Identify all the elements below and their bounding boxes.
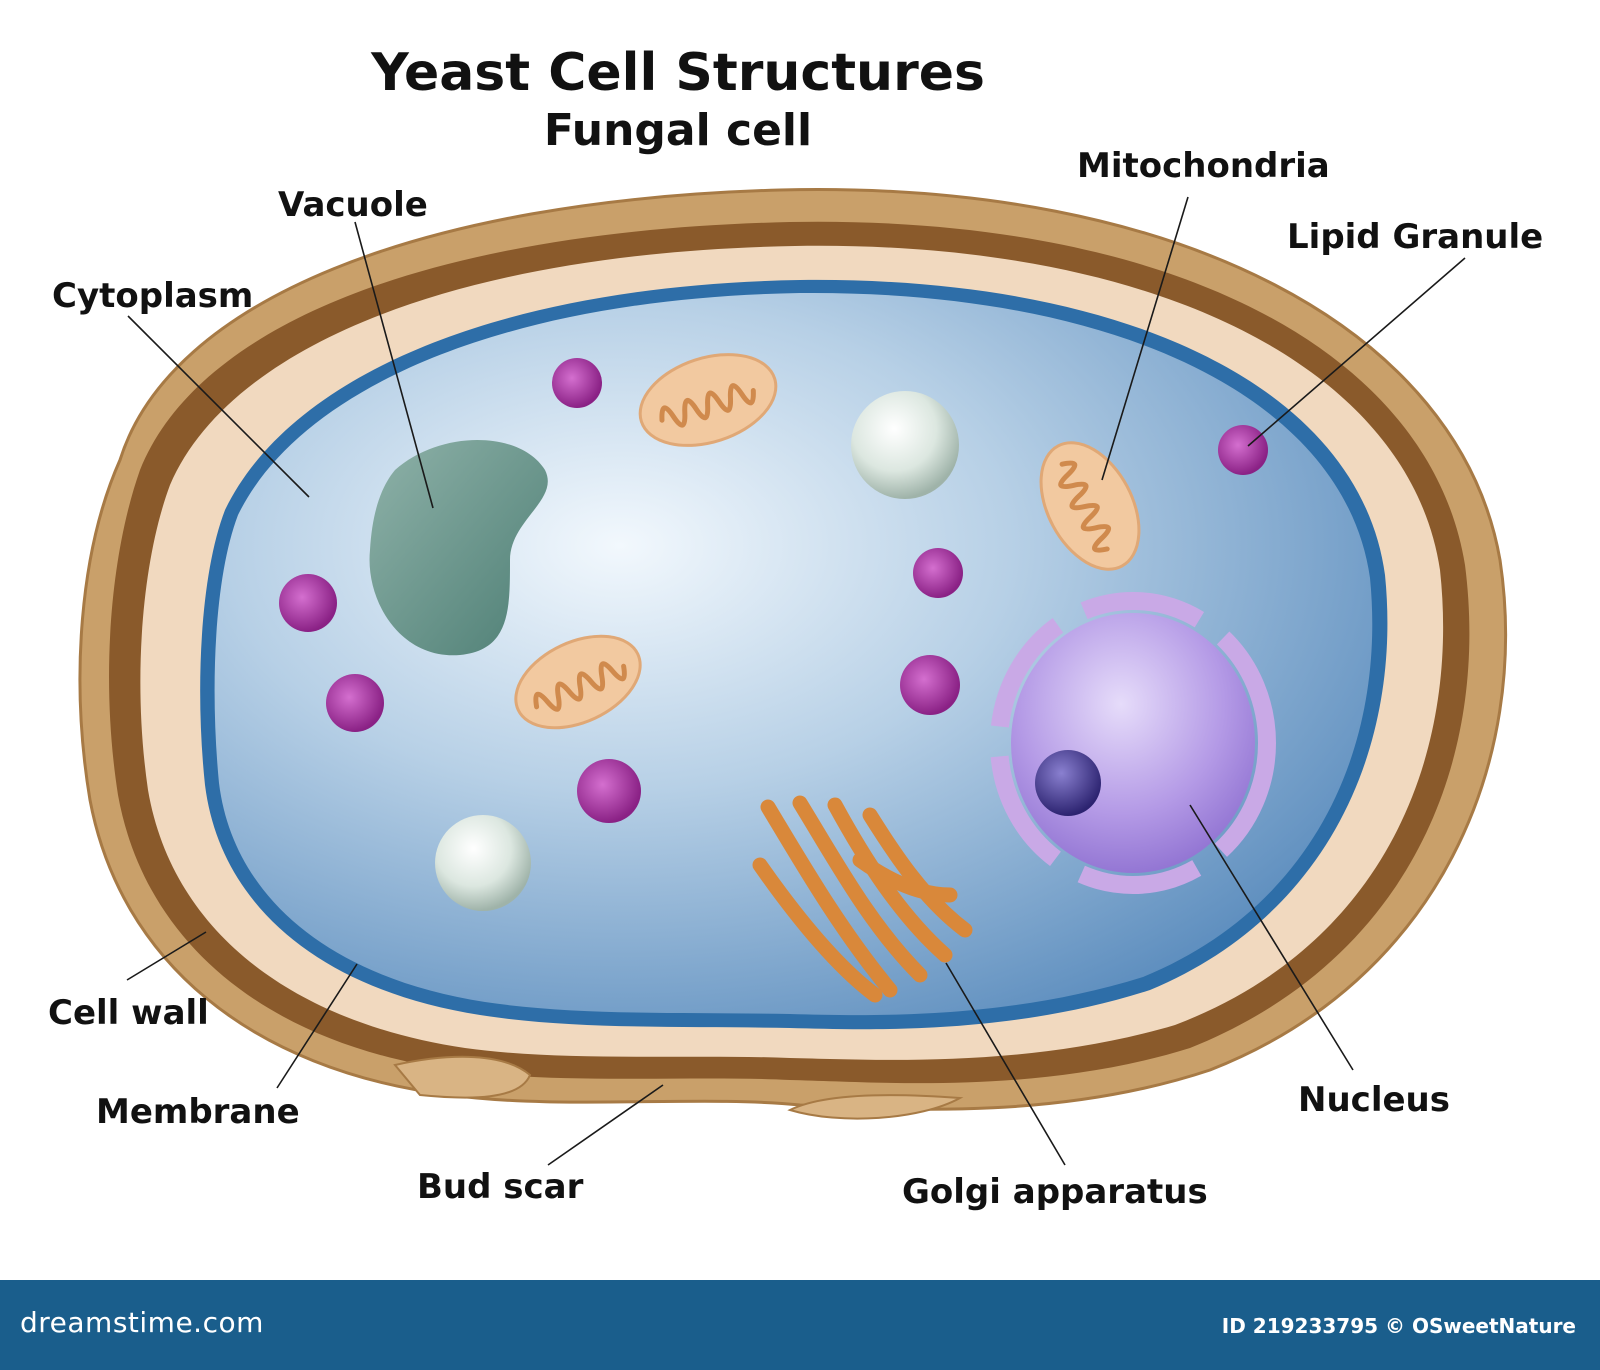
mitochondrion (638, 353, 778, 447)
diagram-subtitle: Fungal cell (544, 105, 812, 156)
label-lipid-granule: Lipid Granule (1287, 217, 1543, 257)
label-vacuole: Vacuole (278, 185, 428, 225)
vacuole (369, 440, 548, 656)
diagram-title: Yeast Cell Structures (370, 43, 985, 103)
leader-membrane (276, 963, 358, 1089)
lipid-granule (900, 655, 960, 715)
footer-logo[interactable]: dreamstime.com (20, 1306, 264, 1339)
leader-bud-scar (547, 1084, 664, 1166)
leader-cell-wall (126, 931, 207, 981)
leader-lipid-granule (1247, 257, 1466, 447)
footer-image-id: ID 219233795 © OSweetNature (1221, 1314, 1576, 1338)
lipid-granule (326, 674, 384, 732)
footer-bar: dreamstime.com ID 219233795 © OSweetNatu… (0, 1280, 1600, 1370)
leader-vacuole (354, 221, 434, 509)
bud-scar-left-lip (393, 1055, 532, 1099)
lipid-granule (577, 759, 641, 823)
golgi-apparatus (752, 795, 973, 1003)
bud-scar-right-lip (787, 1094, 964, 1120)
leader-cytoplasm (127, 315, 310, 498)
lipid-granule (1218, 425, 1268, 475)
label-cytoplasm: Cytoplasm (52, 276, 253, 316)
label-mitochondria: Mitochondria (1077, 146, 1330, 186)
leader-mitochondria (1101, 196, 1189, 481)
lipid-granule (552, 358, 602, 408)
mitochondrion (514, 634, 642, 730)
label-nucleus: Nucleus (1298, 1080, 1450, 1120)
mitochondrion (1039, 441, 1141, 571)
leader-golgi (945, 962, 1066, 1166)
vesicle (851, 391, 959, 499)
leader-nucleus (1189, 804, 1354, 1071)
label-golgi: Golgi apparatus (902, 1172, 1208, 1212)
vesicle (435, 815, 531, 911)
label-bud-scar: Bud scar (417, 1167, 584, 1207)
lipid-granule (913, 548, 963, 598)
nucleolus (1035, 750, 1101, 816)
nucleus (990, 592, 1276, 894)
label-membrane: Membrane (96, 1092, 300, 1132)
label-cell-wall: Cell wall (48, 993, 209, 1033)
lipid-granule (279, 574, 337, 632)
